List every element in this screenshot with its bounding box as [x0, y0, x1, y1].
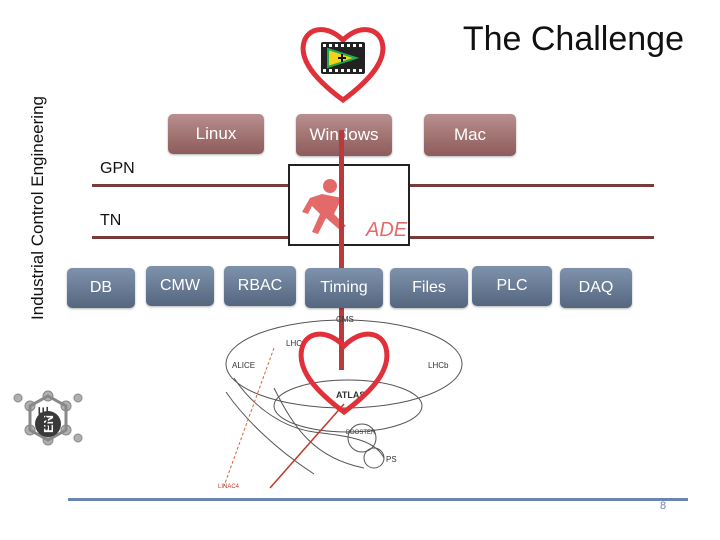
logo-ice: ICE — [35, 406, 51, 429]
service-box-db: DB — [67, 268, 135, 308]
os-box-linux: Linux — [168, 114, 264, 154]
label-atlas: ATLAS — [336, 390, 365, 400]
label-linac4: LINAC4 — [218, 484, 240, 490]
os-box-mac: Mac — [424, 114, 516, 156]
label-cms: CMS — [336, 315, 354, 324]
connector-line — [339, 130, 344, 370]
en-ice-logo: EN ICE — [13, 390, 83, 446]
slide-title: The Challenge — [462, 20, 684, 58]
ade-logo: ADE — [288, 164, 410, 246]
service-box-plc: PLC — [472, 266, 552, 306]
heart-labview-icon — [300, 27, 386, 104]
en-badge-icon — [35, 411, 61, 437]
logo-en: EN — [41, 415, 56, 433]
network-label-gpn: GPN — [100, 160, 135, 177]
service-box-cmw: CMW — [146, 266, 214, 306]
os-box-windows: Windows — [296, 114, 392, 156]
service-box-files: Files — [390, 268, 468, 308]
network-label-tn: TN — [100, 212, 122, 229]
label-lhcb: LHCb — [428, 361, 449, 370]
label-booster: BOOSTER — [346, 430, 376, 436]
service-box-timing: Timing — [305, 268, 383, 308]
label-lhc: LHC — [286, 339, 302, 348]
label-ps: PS — [386, 455, 397, 464]
side-title: Industrial Control Engineering — [28, 96, 47, 320]
label-alice: ALICE — [232, 361, 255, 370]
footer-line — [68, 498, 688, 501]
accelerator-complex-diagram: CMS LHC ALICE LHCb ATLAS BOOSTER PS LINA… — [218, 315, 463, 490]
page-number: 8 — [660, 500, 667, 512]
ade-text: ADE — [365, 219, 408, 241]
service-box-rbac: RBAC — [224, 266, 296, 306]
service-box-daq: DAQ — [560, 268, 632, 308]
heart-outline-icon — [298, 331, 390, 416]
